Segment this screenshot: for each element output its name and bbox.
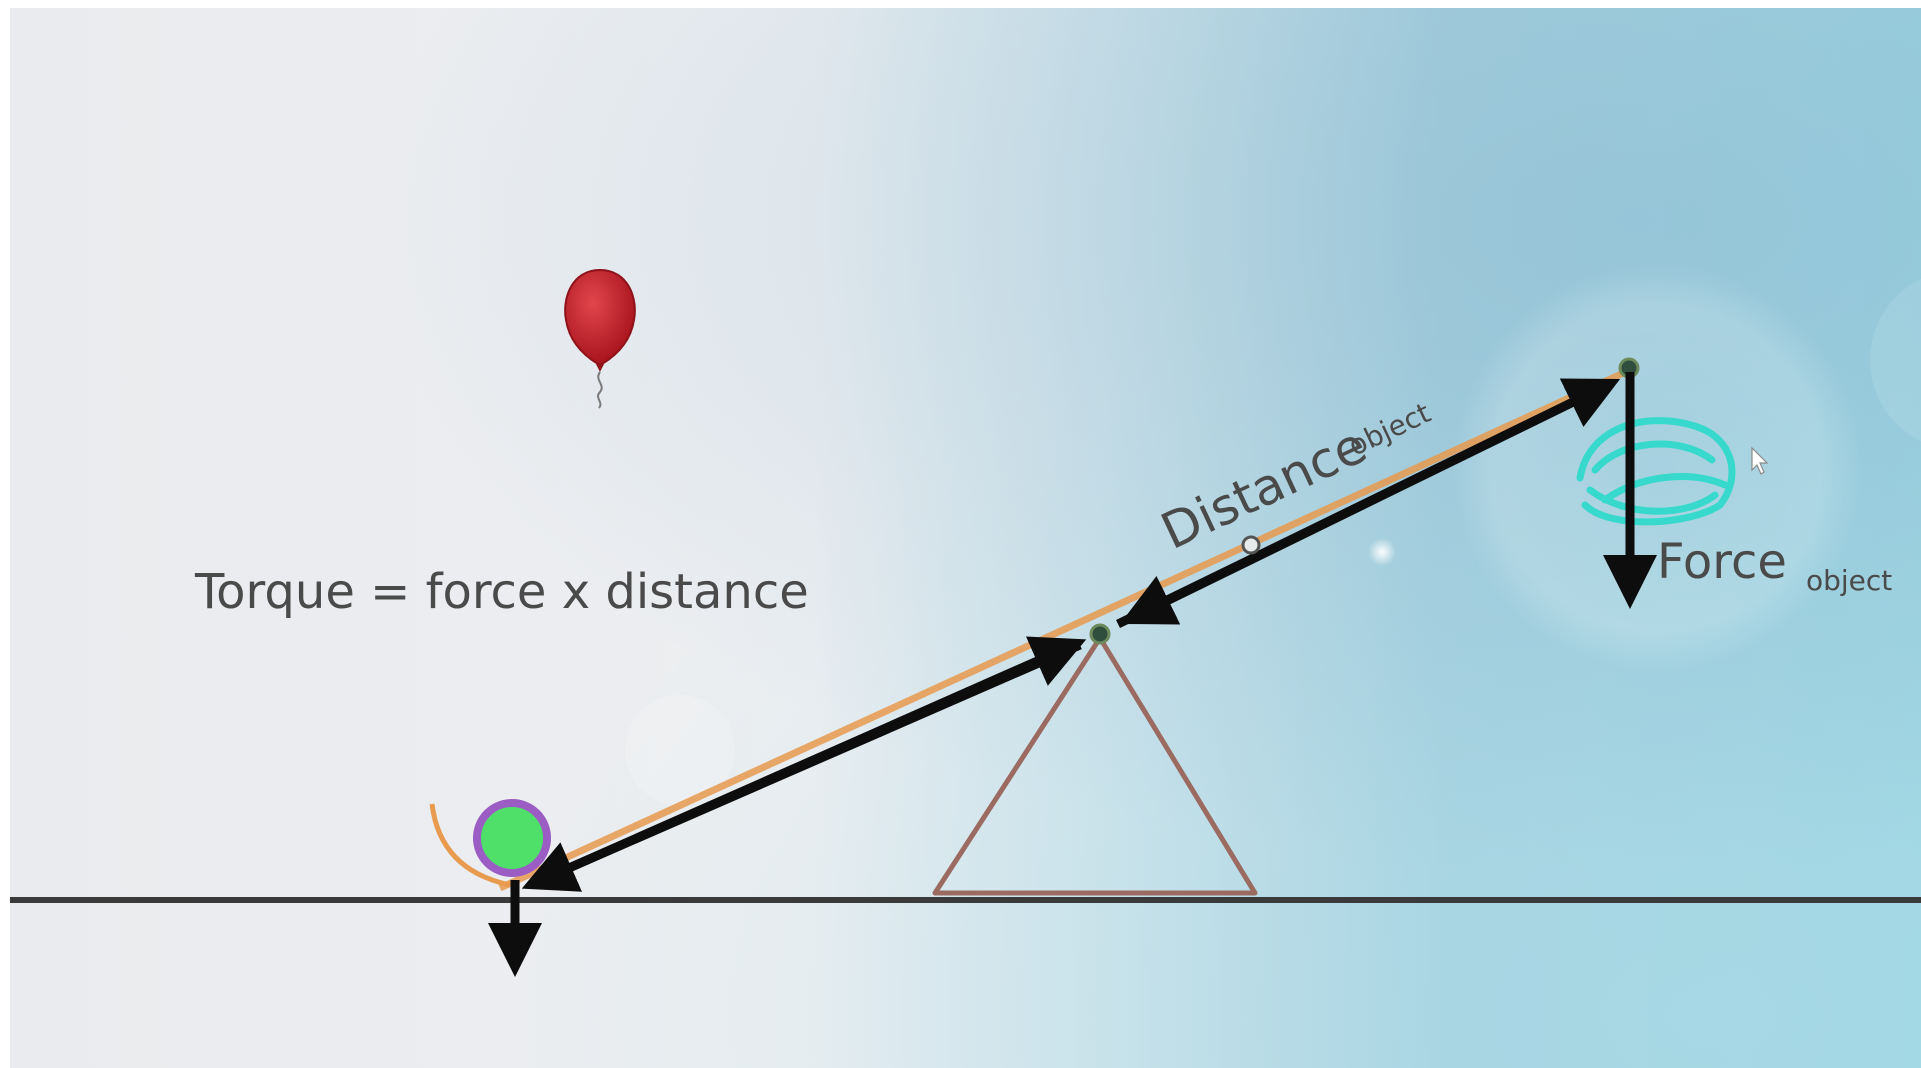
glow-bubble-edge	[1870, 278, 1921, 442]
balloon-icon	[564, 268, 636, 409]
glow-bubble	[1452, 263, 1862, 673]
object-scribble	[1576, 417, 1736, 526]
rotation-arc	[429, 803, 511, 888]
left-ball	[473, 799, 551, 877]
distance-arrow-left-return	[558, 636, 1087, 877]
formula-text: Torque = force x distance	[194, 564, 809, 620]
sparkle	[1368, 538, 1396, 566]
cursor-icon	[1751, 446, 1769, 475]
force-subscript: object	[1806, 564, 1892, 597]
force-label: Force	[1657, 534, 1787, 590]
distance-arrow-right-return	[1119, 379, 1612, 625]
glow-bubble-small	[625, 695, 735, 805]
pivot-point	[1089, 623, 1111, 645]
fulcrum-triangle	[932, 635, 1258, 896]
lever-beam	[498, 366, 1632, 892]
distance-subscript: object	[1343, 396, 1435, 462]
mid-point	[1241, 535, 1261, 555]
